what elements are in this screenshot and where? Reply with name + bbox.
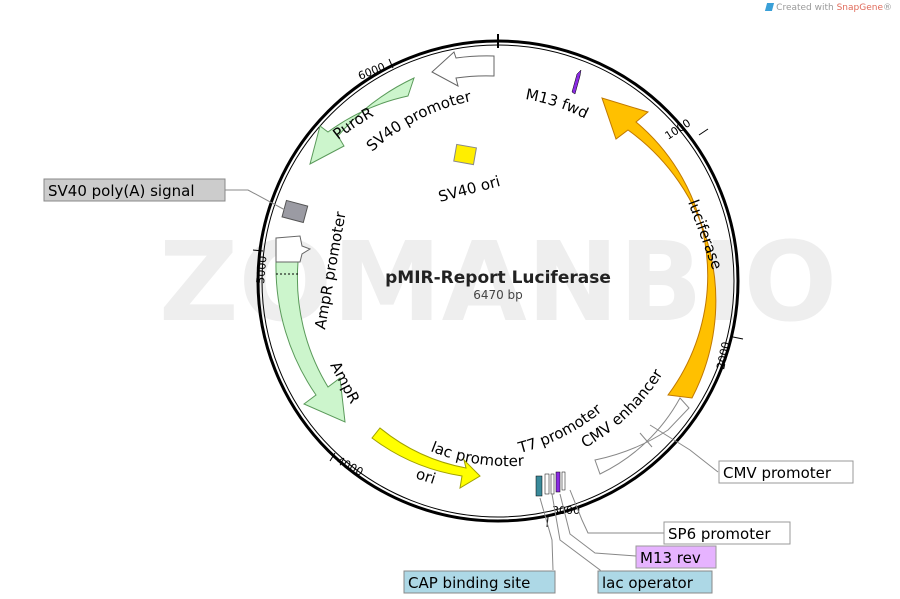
plasmid-name: pMIR-Report Luciferase bbox=[385, 268, 611, 288]
svg-text:SP6 promoter: SP6 promoter bbox=[668, 525, 771, 543]
luciferase-feature bbox=[601, 97, 717, 399]
svg-text:lac operator: lac operator bbox=[602, 574, 694, 592]
ampr-promoter-feature bbox=[275, 235, 312, 263]
cmv-promoter-feature bbox=[594, 397, 690, 475]
svg-text:2000: 2000 bbox=[714, 341, 733, 371]
lac-promoter-box bbox=[544, 473, 550, 495]
sv40-ori-label: SV40 ori bbox=[436, 172, 502, 206]
credit-suffix: ® bbox=[883, 3, 892, 13]
lac-operator-feature bbox=[550, 473, 555, 495]
cap-binding-site-feature bbox=[535, 475, 543, 497]
tick-1000: 1000 bbox=[663, 116, 709, 143]
ori-feature bbox=[371, 427, 481, 489]
svg-text:M13 rev: M13 rev bbox=[640, 549, 701, 567]
svg-text:3000: 3000 bbox=[552, 504, 580, 517]
credit-prefix: Created with bbox=[776, 3, 837, 13]
callout-lac-operator: lac operator bbox=[597, 570, 713, 594]
snapgene-credit: Created with SnapGene® bbox=[765, 3, 892, 13]
tick-2000: 2000 bbox=[714, 336, 744, 371]
svg-text:5000: 5000 bbox=[254, 255, 269, 284]
sv40-promoter-feature bbox=[431, 51, 495, 87]
sv40-polya-feature bbox=[281, 199, 309, 224]
sp6-promoter-feature bbox=[561, 471, 566, 491]
svg-text:4000: 4000 bbox=[335, 454, 366, 479]
ori-label: ori bbox=[414, 465, 438, 488]
callout-sp6-promoter: SP6 promoter bbox=[663, 521, 791, 545]
credit-brand: SnapGene bbox=[836, 3, 883, 13]
m13-rev-feature bbox=[555, 471, 561, 493]
svg-text:CMV promoter: CMV promoter bbox=[723, 464, 832, 482]
svg-text:SV40 poly(A) signal: SV40 poly(A) signal bbox=[48, 182, 194, 200]
svg-text:CAP binding site: CAP binding site bbox=[408, 574, 530, 592]
tick-3000: 3000 bbox=[546, 504, 580, 528]
plasmid-size: 6470 bp bbox=[473, 288, 523, 302]
callout-m13-rev: M13 rev bbox=[635, 545, 717, 569]
puror-feature bbox=[309, 77, 415, 165]
ampr-feature bbox=[275, 261, 346, 423]
callout-cap-binding-site: CAP binding site bbox=[403, 570, 556, 594]
tick-6000: 6000 bbox=[356, 58, 394, 83]
callout-cmv-promoter: CMV promoter bbox=[718, 460, 854, 484]
tick-5000: 5000 bbox=[252, 249, 269, 284]
svg-text:6000: 6000 bbox=[356, 60, 387, 83]
callout-sv40-polya: SV40 poly(A) signal bbox=[43, 178, 226, 202]
m13-fwd-label: M13 fwd bbox=[524, 85, 591, 122]
cmv-divider bbox=[639, 432, 653, 448]
m13-fwd-feature bbox=[571, 69, 582, 95]
sv40-ori-feature bbox=[453, 143, 477, 166]
watermark-text: ZOMANBIO bbox=[159, 218, 837, 346]
